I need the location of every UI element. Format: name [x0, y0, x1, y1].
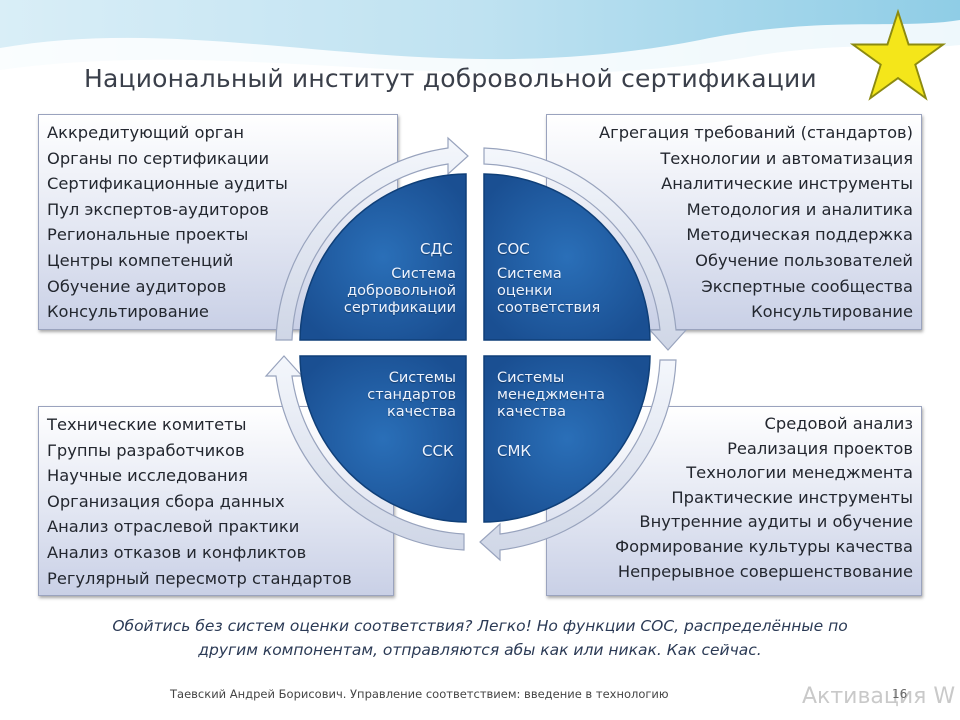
list-item: Анализ отказов и конфликтов	[47, 542, 307, 562]
quadrant-bottom-right-abbr: СМК	[497, 442, 532, 460]
activation-watermark: Активация W	[802, 684, 956, 709]
list-item: Обучение пользователей	[695, 250, 913, 270]
list-item: Технологии менеджмента	[686, 463, 913, 483]
quadrant-label-line: оценки	[497, 283, 553, 299]
caption-line: другим компонентам, отправляются абы как…	[198, 641, 762, 659]
quadrant-label-line: Система	[497, 266, 562, 282]
list-item: Аналитические инструменты	[661, 174, 913, 194]
list-item: Обучение аудиторов	[47, 276, 227, 296]
list-item: Организация сбора данных	[47, 491, 285, 511]
quadrant-label-line: Системы	[497, 370, 565, 386]
box-bottom-left: Технические комитеты Группы разработчико…	[38, 406, 394, 596]
list-item: Агрегация требований (стандартов)	[599, 123, 913, 142]
list-item: Технологии и автоматизация	[660, 148, 913, 168]
list-item: Региональные проекты	[47, 225, 249, 245]
list-item: Формирование культуры качества	[615, 536, 913, 556]
quadrant-label-line: качества	[387, 404, 456, 420]
quadrant-label-line: добровольной	[347, 283, 456, 299]
quadrant-label-line: менеджмента	[497, 387, 606, 403]
quadrant-top-right-abbr: СОС	[497, 240, 530, 258]
quadrant-label-line: сертификации	[343, 300, 456, 316]
list-item: Методическая поддержка	[686, 225, 913, 245]
list-item: Аккредитующий орган	[47, 123, 244, 142]
quadrant-top-left-abbr: СДС	[420, 240, 453, 258]
page-title: Национальный институт добровольной серти…	[84, 64, 817, 93]
quadrant-label-line: соответствия	[497, 300, 601, 316]
list-item: Регулярный пересмотр стандартов	[47, 568, 352, 588]
star-icon	[850, 8, 946, 101]
list-item: Научные исследования	[47, 466, 248, 486]
list-item: Органы по сертификации	[47, 148, 270, 168]
quadrant-bottom-left-name: Системы стандартов качества	[340, 370, 456, 421]
list-item: Консультирование	[751, 302, 913, 322]
quadrant-bottom-left-abbr: ССК	[422, 442, 454, 460]
quadrant-bottom-right-name: Системы менеджмента качества	[497, 370, 637, 421]
list-item: Внутренние аудиты и обучение	[639, 512, 913, 532]
page-number: 16	[892, 687, 908, 701]
list-item: Пул экспертов-аудиторов	[47, 199, 269, 219]
quadrant-label-line: Система	[391, 266, 456, 282]
list-item: Сертификационные аудиты	[47, 174, 288, 194]
caption-line: Обойтись без систем оценки соответствия?…	[112, 617, 848, 635]
list-item: Практические инструменты	[671, 487, 913, 507]
quadrant-label-line: качества	[497, 404, 566, 420]
list-item: Непрерывное совершенствование	[617, 561, 913, 581]
quadrant-label-line: стандартов	[367, 387, 456, 403]
list-item: Группы разработчиков	[47, 440, 245, 460]
list-item: Экспертные сообщества	[701, 276, 913, 296]
list-item: Консультирование	[47, 302, 209, 322]
list-item: Технические комитеты	[47, 415, 247, 434]
quadrant-label-line: Системы	[388, 370, 456, 386]
list-item: Центры компетенций	[47, 250, 234, 270]
list-item: Средовой анализ	[764, 414, 914, 433]
list-item: Методология и аналитика	[686, 199, 913, 219]
box-bottom-right: Средовой анализ Реализация проектов Техн…	[546, 406, 922, 596]
quadrant-top-left-name: Система добровольной сертификации	[322, 266, 456, 317]
quadrant-top-right-name: Система оценки соответствия	[497, 266, 637, 317]
list-item: Анализ отраслевой практики	[47, 517, 300, 537]
footer-text: Таевский Андрей Борисович. Управление со…	[170, 687, 669, 701]
header-wave-background	[0, 0, 960, 110]
list-item: Реализация проектов	[727, 438, 913, 458]
caption: Обойтись без систем оценки соответствия?…	[40, 614, 920, 662]
